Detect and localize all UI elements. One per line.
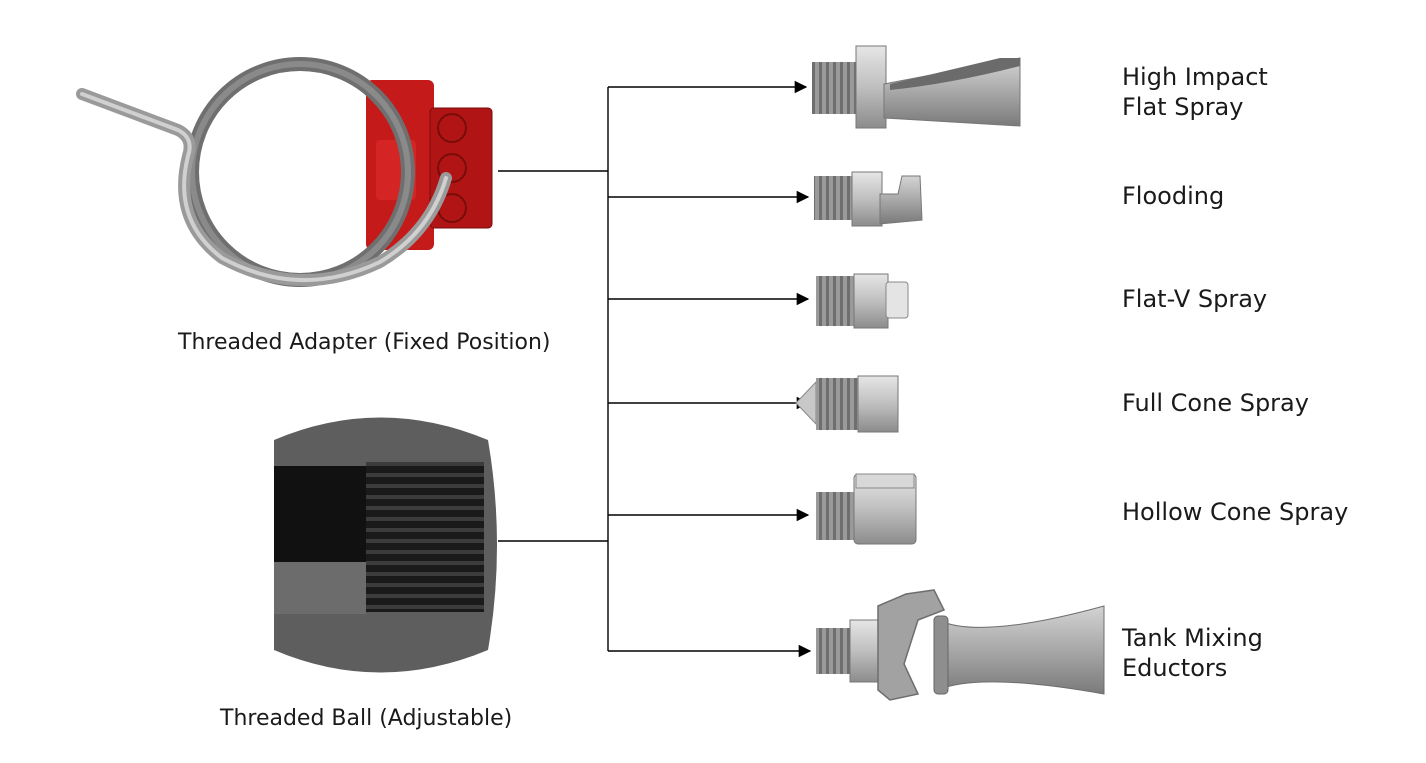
eductor-ring bbox=[933, 615, 949, 695]
tank-mixing-eductors-label: Tank Mixing Eductors bbox=[1122, 623, 1263, 683]
clamp-face bbox=[429, 107, 493, 229]
thread bbox=[816, 378, 860, 430]
cone-inlet bbox=[795, 380, 817, 426]
flat-v-spray-label: Flat-V Spray bbox=[1122, 284, 1267, 314]
thread bbox=[814, 176, 854, 220]
label-line: Flooding bbox=[1122, 182, 1225, 210]
eductor-cage bbox=[877, 589, 946, 701]
flooding-nozzle bbox=[814, 171, 923, 227]
clamp-bolt-1 bbox=[437, 113, 467, 143]
thread bbox=[816, 276, 856, 326]
clamp-bolt-2 bbox=[437, 153, 467, 183]
connector-lines bbox=[498, 80, 812, 658]
thread bbox=[816, 492, 858, 540]
ball-grey-block bbox=[274, 562, 366, 614]
label-line: High Impact bbox=[1122, 63, 1268, 91]
full-cone-spray-label: Full Cone Spray bbox=[1122, 388, 1309, 418]
threaded-ball-caption: Threaded Ball (Adjustable) bbox=[220, 706, 513, 731]
eductor-funnel bbox=[937, 605, 1105, 695]
label-line: Hollow Cone Spray bbox=[1122, 498, 1349, 526]
threaded-adapter-caption: Threaded Adapter (Fixed Position) bbox=[178, 330, 551, 355]
threaded-adapter-image bbox=[76, 57, 493, 287]
flooding-label: Flooding bbox=[1122, 181, 1224, 211]
hex-body bbox=[849, 619, 881, 683]
hollow-cone-spray-nozzle bbox=[816, 473, 917, 545]
thread bbox=[812, 62, 858, 114]
hex-body bbox=[851, 171, 883, 227]
tank-mixing-eductor-nozzle bbox=[816, 589, 1105, 701]
hollow-cone-spray-label: Hollow Cone Spray bbox=[1122, 497, 1348, 527]
ball-dark-block bbox=[274, 466, 366, 562]
ball-thread-bore bbox=[366, 462, 484, 612]
flat-v-spray-nozzle bbox=[816, 273, 909, 329]
hex-body bbox=[853, 273, 889, 329]
label-line: Tank Mixing bbox=[1122, 624, 1263, 652]
deflector bbox=[879, 175, 923, 225]
high-impact-flat-spray-nozzle bbox=[812, 45, 1021, 129]
full-cone-spray-nozzle bbox=[795, 375, 899, 433]
high-impact-flat-spray-label: High Impact Flat Spray bbox=[1122, 62, 1268, 122]
hex-body bbox=[857, 375, 899, 433]
label-line: Flat-V Spray bbox=[1122, 285, 1268, 313]
tip bbox=[885, 281, 909, 319]
cap bbox=[855, 473, 915, 489]
label-line: Full Cone Spray bbox=[1122, 389, 1309, 417]
label-line: Flat Spray bbox=[1122, 93, 1244, 121]
hex-body bbox=[855, 45, 887, 129]
threaded-ball-image bbox=[274, 417, 497, 673]
spray-cut bbox=[890, 58, 1020, 90]
wire-handle-shine bbox=[80, 92, 448, 282]
label-line: Eductors bbox=[1122, 654, 1228, 682]
thread bbox=[816, 628, 852, 674]
